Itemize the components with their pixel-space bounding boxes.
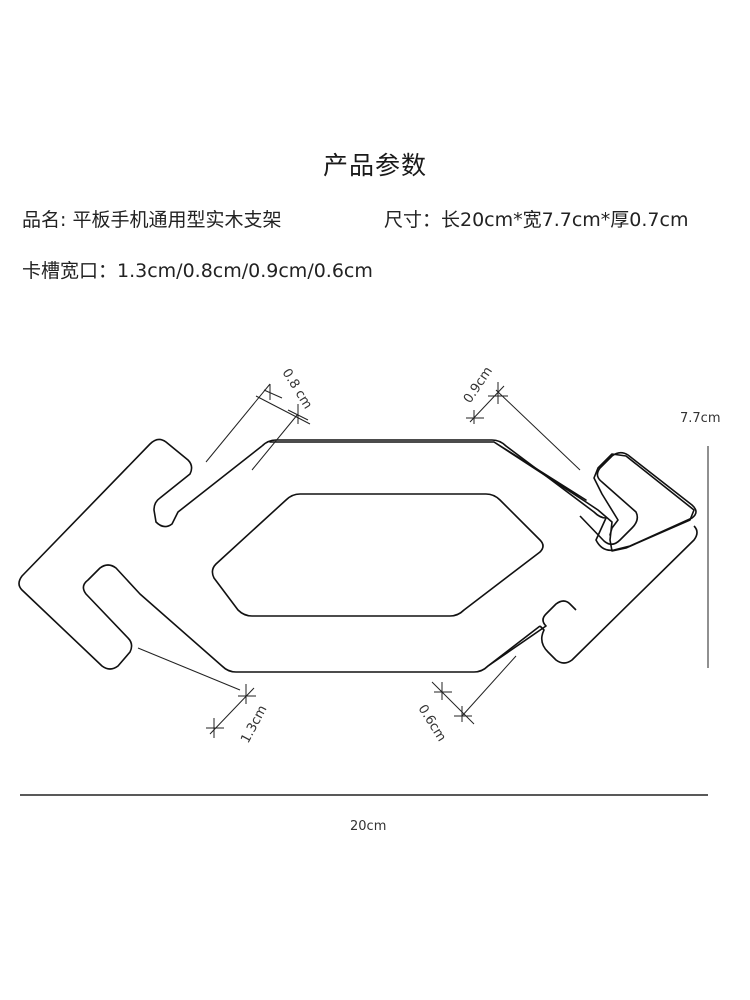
dim-13-label: 1.3cm <box>238 703 270 746</box>
dim-08-line <box>205 383 271 463</box>
dim-08-tick-a <box>263 384 283 400</box>
slot-widths: 卡槽宽口：1.3cm/0.8cm/0.9cm/0.6cm <box>22 260 373 282</box>
page-title: 产品参数 <box>322 151 427 180</box>
dim-09-line <box>495 389 581 471</box>
dim-08-tick-b <box>287 404 309 424</box>
product-size: 尺寸：长20cm*宽7.7cm*厚0.7cm <box>384 209 689 231</box>
inner-cutout <box>211 493 544 617</box>
product-name: 品名: 平板手机通用型实木支架 <box>22 209 282 231</box>
stand-outline <box>269 441 695 552</box>
frame-outline <box>261 439 697 552</box>
right-lower-arm <box>487 525 698 667</box>
dim-08-line-2 <box>251 413 299 471</box>
dim-06-line <box>461 655 517 717</box>
left-upper-arm <box>18 438 577 673</box>
dim-length-label: 20cm <box>350 819 386 834</box>
dim-13-line <box>137 647 241 691</box>
dim-height-label: 7.7cm <box>680 411 721 426</box>
dim-06-label: 0.6cm <box>415 702 449 744</box>
stand-body <box>272 440 712 662</box>
dim-08-label: 0.8 cm <box>279 366 315 412</box>
